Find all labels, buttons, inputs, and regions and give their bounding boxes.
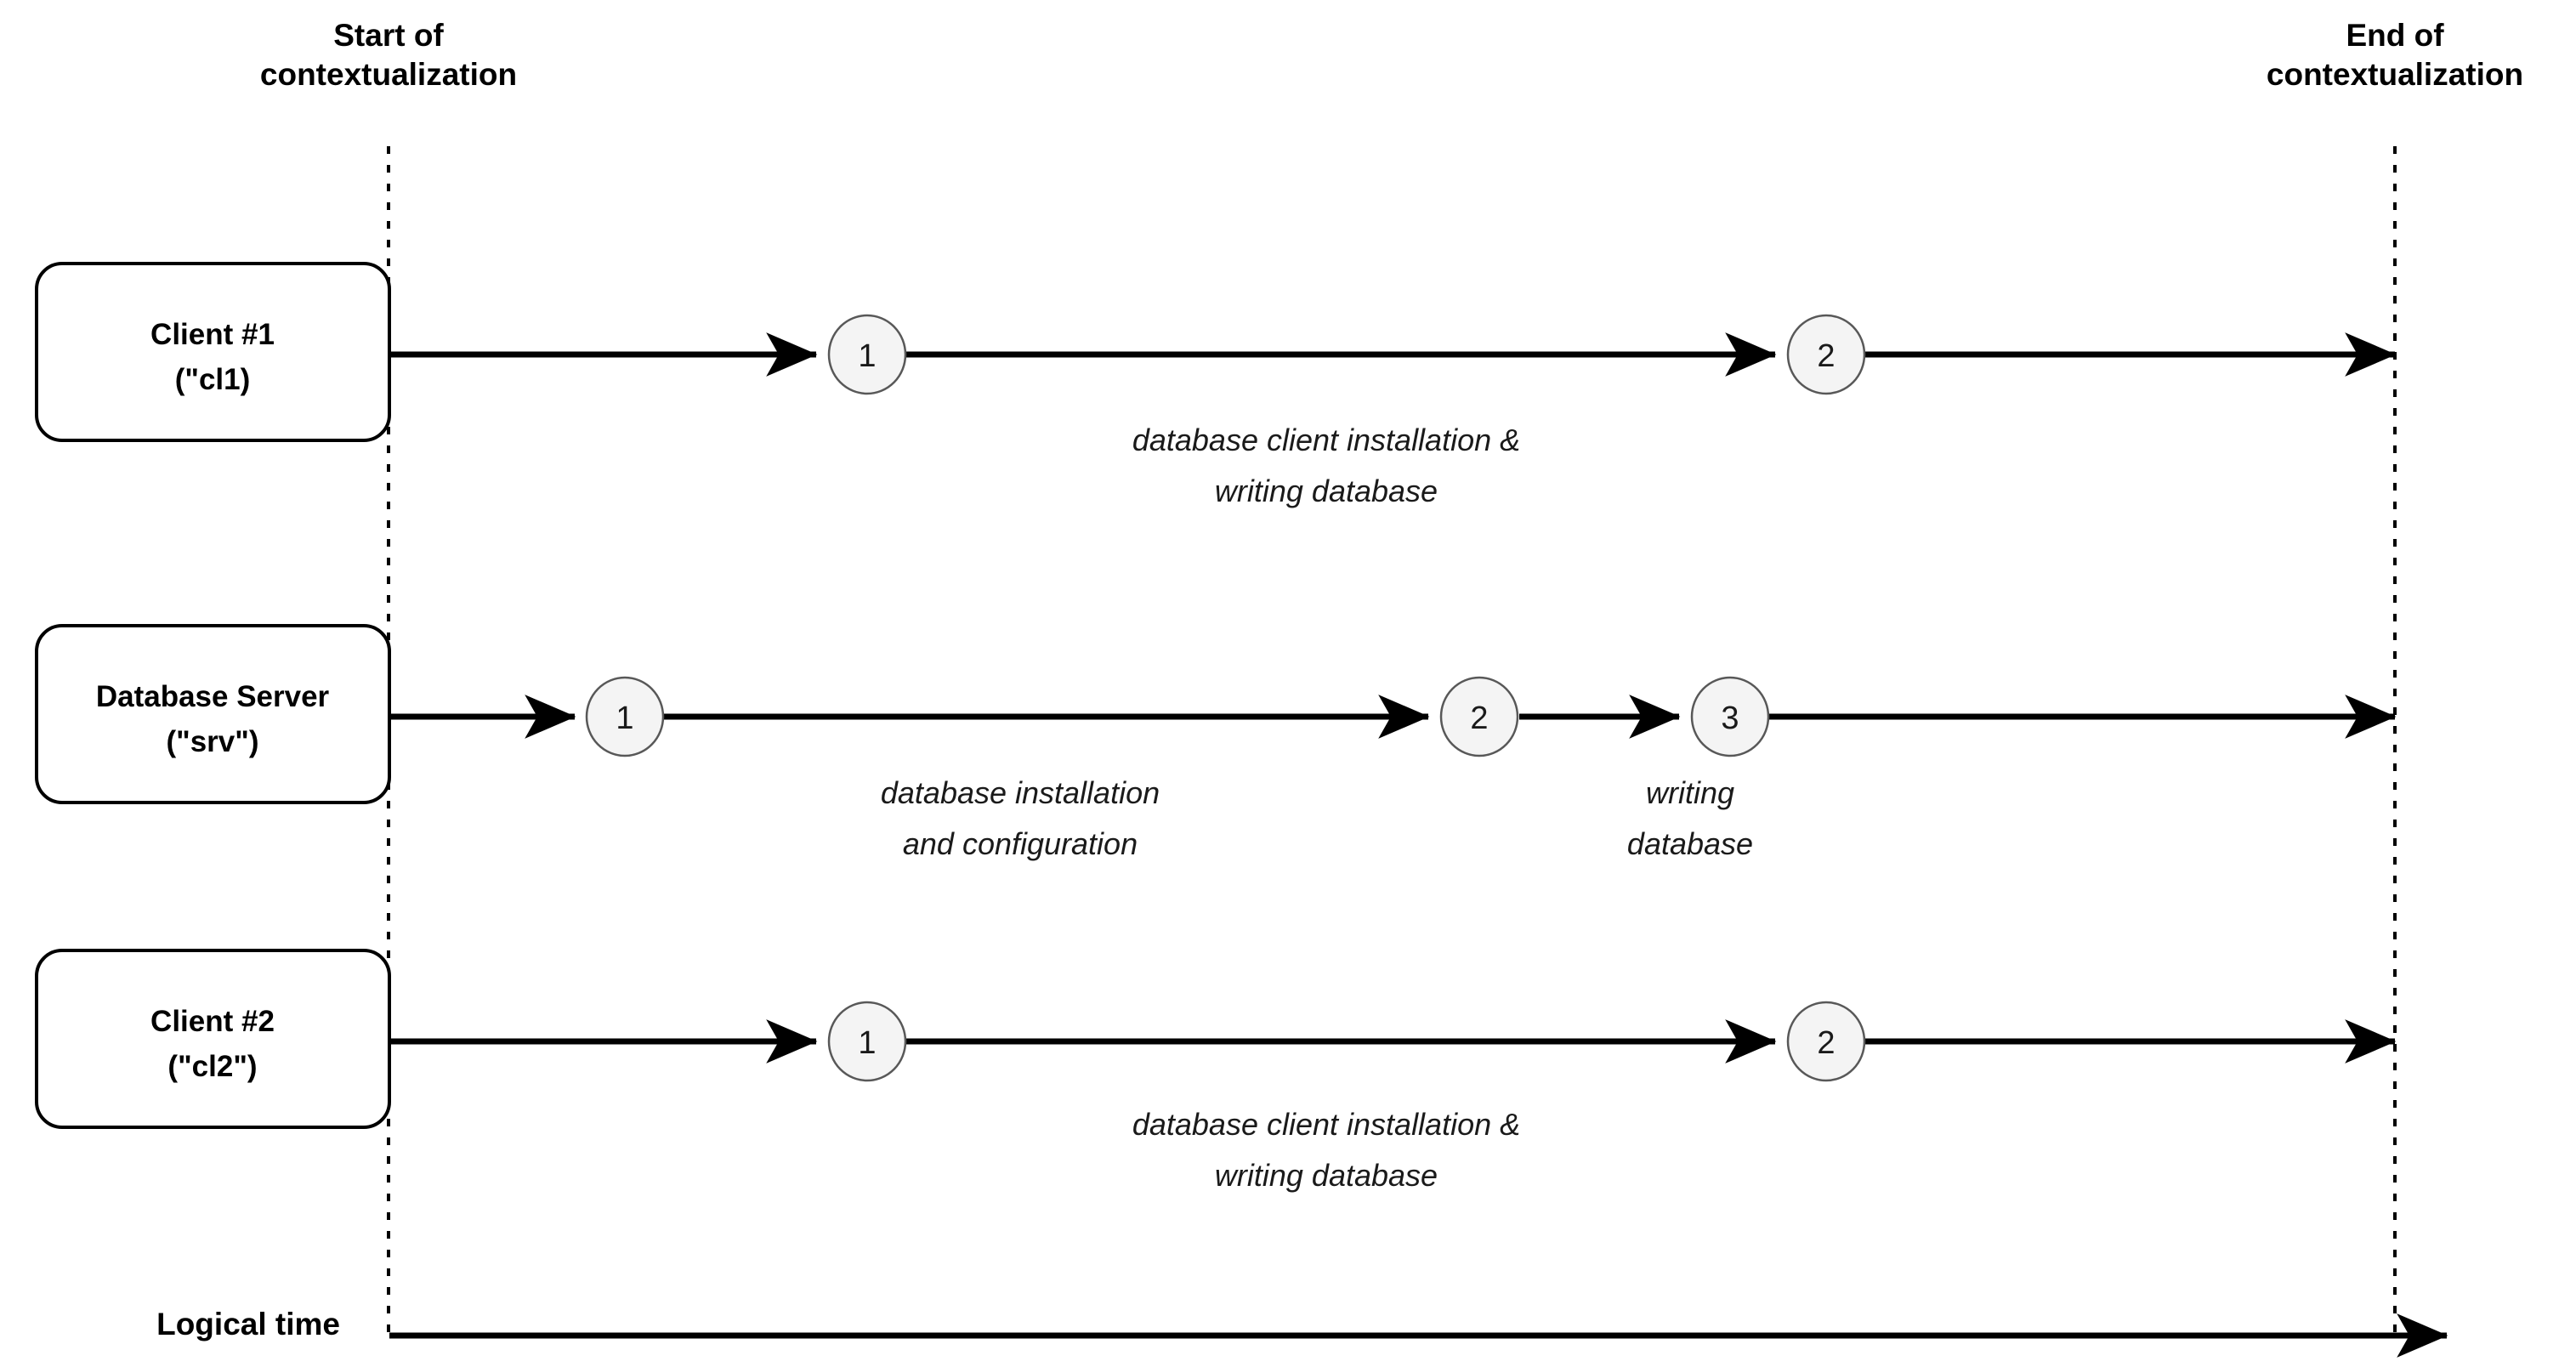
lane-box-database-server[interactable] xyxy=(35,624,391,804)
lane-client-2: Client #2 ("cl2") 1 2 database client in… xyxy=(35,949,2397,1193)
event-circle xyxy=(1690,676,1770,757)
lane-client-2-caption-0-line1: database client installation & xyxy=(1132,1107,1520,1142)
lane-database-server-caption-1-line1: writing xyxy=(1646,775,1734,810)
event-number: 2 xyxy=(1817,338,1835,374)
event-circle xyxy=(1786,1001,1866,1082)
start-boundary-label-line1: Start of xyxy=(333,18,444,53)
lane-client-1-caption-0-line1: database client installation & xyxy=(1132,423,1520,457)
event-circle xyxy=(827,314,907,395)
event-node-client-1-1[interactable]: 1 xyxy=(827,314,907,395)
logical-time-axis: Logical time xyxy=(156,1307,2448,1358)
lane-database-server-caption-0-line2: and configuration xyxy=(903,826,1138,861)
event-circle xyxy=(585,676,665,757)
event-number: 1 xyxy=(858,1025,876,1061)
lane-box-client-1-title: Client #1 xyxy=(150,318,275,351)
event-circle xyxy=(1786,314,1866,395)
lane-box-client-2[interactable] xyxy=(35,949,391,1129)
event-node-database-server-3[interactable]: 3 xyxy=(1690,676,1770,757)
lane-box-client-2-subtitle: ("cl2") xyxy=(167,1050,257,1083)
event-number: 2 xyxy=(1817,1025,1835,1061)
logical-time-axis-label: Logical time xyxy=(156,1307,340,1341)
lane-box-database-server-title: Database Server xyxy=(96,680,330,713)
lane-client-1: Client #1 ("cl1) 1 2 database client ins… xyxy=(35,262,2397,508)
event-number: 3 xyxy=(1721,701,1739,736)
lane-box-client-2-title: Client #2 xyxy=(150,1005,275,1038)
event-circle xyxy=(1439,676,1519,757)
lane-box-client-1-subtitle: ("cl1) xyxy=(175,363,251,396)
lane-database-server-caption-1-line2: database xyxy=(1627,826,1753,861)
lane-box-client-1[interactable] xyxy=(35,262,391,442)
event-number: 1 xyxy=(616,701,633,736)
event-node-database-server-2[interactable]: 2 xyxy=(1439,676,1519,757)
end-boundary-label-line2: contextualization xyxy=(2267,57,2523,92)
lane-database-server: Database Server ("srv") 1 2 3 database i… xyxy=(35,624,2397,861)
lane-client-1-caption-0-line2: writing database xyxy=(1215,474,1438,508)
lane-client-2-caption-0-line2: writing database xyxy=(1215,1158,1438,1193)
end-boundary-label-line1: End of xyxy=(2346,18,2444,53)
event-number: 1 xyxy=(858,338,876,374)
event-node-client-2-1[interactable]: 1 xyxy=(827,1001,907,1082)
lane-database-server-caption-0-line1: database installation xyxy=(881,775,1160,810)
event-node-client-1-2[interactable]: 2 xyxy=(1786,314,1866,395)
event-number: 2 xyxy=(1470,701,1488,736)
start-boundary-label-line2: contextualization xyxy=(260,57,517,92)
event-node-client-2-2[interactable]: 2 xyxy=(1786,1001,1866,1082)
event-circle xyxy=(827,1001,907,1082)
lane-box-database-server-subtitle: ("srv") xyxy=(166,725,258,758)
event-node-database-server-1[interactable]: 1 xyxy=(585,676,665,757)
